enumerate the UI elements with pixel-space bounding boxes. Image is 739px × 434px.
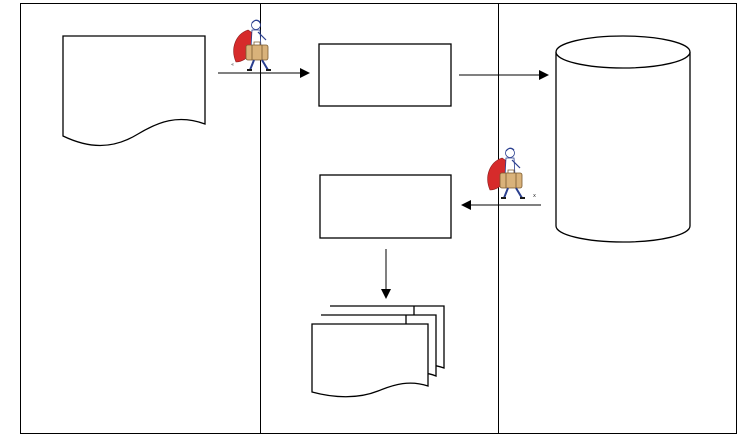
courier-1-mark: « bbox=[231, 62, 234, 68]
courier-with-suitcase-icon bbox=[486, 147, 526, 199]
courier-with-suitcase-icon bbox=[232, 19, 272, 71]
source-document-shape bbox=[62, 35, 206, 147]
process-box-upper bbox=[318, 43, 452, 107]
database-cylinder bbox=[555, 35, 691, 243]
output-documents-stack bbox=[311, 305, 445, 398]
process-box-lower bbox=[319, 174, 452, 239]
courier-2-mark: x bbox=[533, 193, 536, 199]
